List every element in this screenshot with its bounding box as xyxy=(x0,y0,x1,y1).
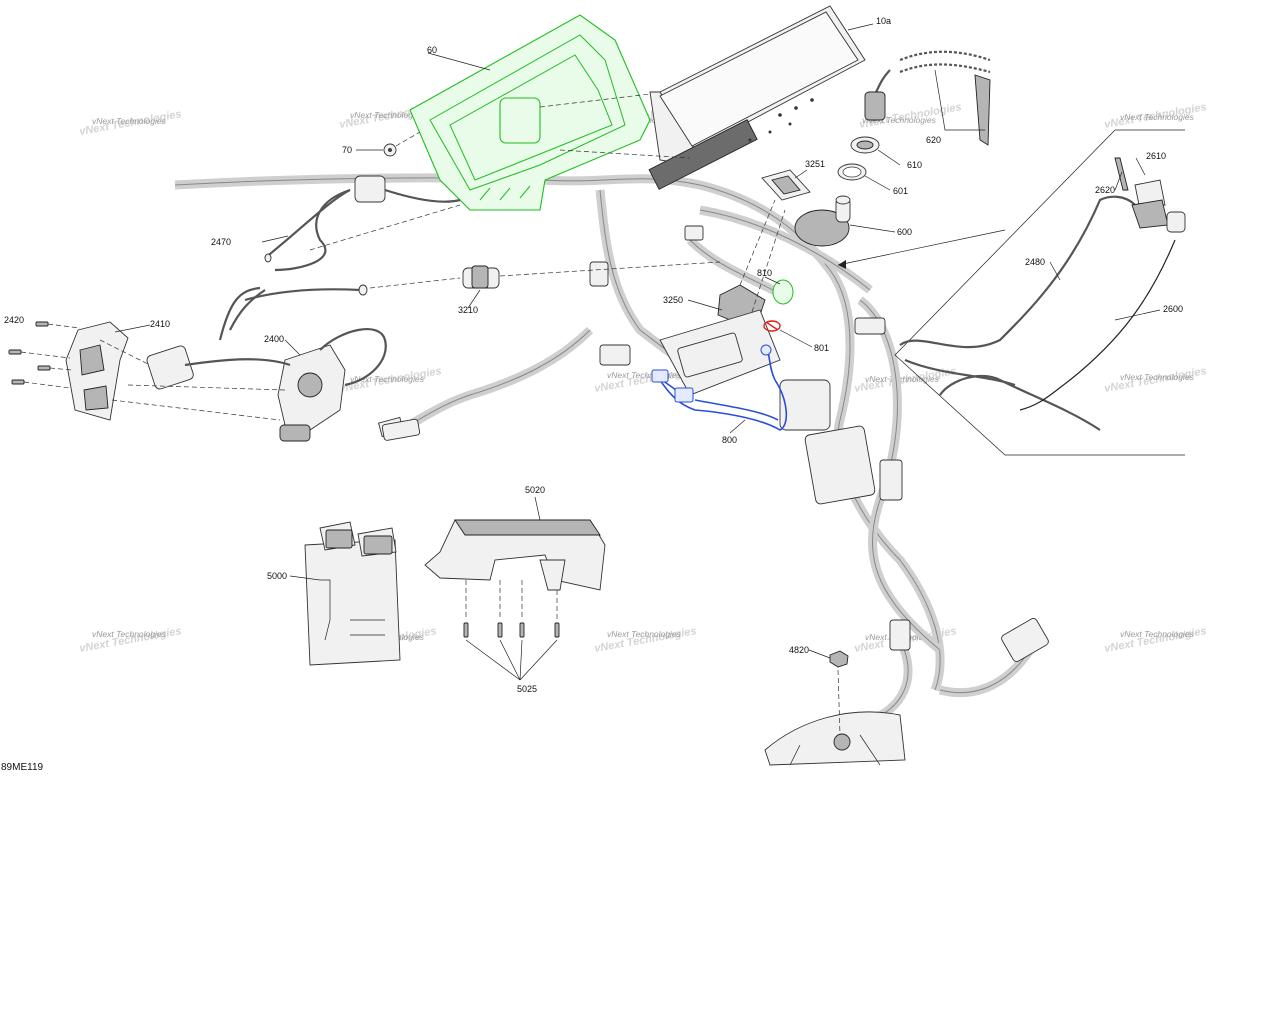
harness-connector-left xyxy=(381,418,421,441)
callout-600: 600 xyxy=(897,227,912,237)
mode-selector-knob xyxy=(794,195,851,247)
callout-610: 610 xyxy=(907,160,922,170)
callout-5020: 5020 xyxy=(525,485,545,495)
callout-800: 800 xyxy=(722,435,737,445)
arrow-icon xyxy=(838,260,846,269)
watermark: vNext Technologies xyxy=(92,116,167,126)
sleeve-2470 xyxy=(218,188,368,341)
callout-2410: 2410 xyxy=(150,319,170,329)
callout-10a: 10a xyxy=(876,16,891,26)
watermark: vNext Technologies xyxy=(92,629,167,639)
callout-5000: 5000 xyxy=(267,571,287,581)
switch-module-3250 xyxy=(659,199,794,396)
callout-620: 620 xyxy=(926,135,941,145)
ecu-cover-5020 xyxy=(424,519,606,591)
lower-bracket xyxy=(764,711,906,766)
callout-labels: 10a 60 70 620 610 601 3251 600 2610 2620… xyxy=(1,16,1183,773)
callout-2600: 2600 xyxy=(1163,304,1183,314)
callout-60: 60 xyxy=(427,45,437,55)
watermark: vNext Technologies xyxy=(1120,629,1195,639)
sub-harness-800-highlight xyxy=(651,344,788,431)
grommet-70 xyxy=(383,131,421,157)
indicator-icon xyxy=(788,122,792,126)
callout-2470: 2470 xyxy=(211,237,231,247)
screws-5025 xyxy=(463,580,560,681)
instrument-cluster xyxy=(648,5,866,190)
callout-2400: 2400 xyxy=(264,334,284,344)
callout-601: 601 xyxy=(893,186,908,196)
watermark: vNext Technologies xyxy=(865,374,940,384)
callout-2480: 2480 xyxy=(1025,257,1045,267)
ecu-5000 xyxy=(304,521,401,666)
callout-3250: 3250 xyxy=(663,295,683,305)
key-rings xyxy=(837,136,880,181)
sensor-3210 xyxy=(369,261,721,289)
watermark: vNext Technologies xyxy=(350,374,425,384)
diagram-code: 89ME119 xyxy=(1,762,44,773)
switch-housing-2410 xyxy=(65,321,129,421)
nut-4820 xyxy=(829,650,849,736)
cluster-bezel-highlight xyxy=(409,14,691,211)
watermark: vNext Technologies xyxy=(350,110,425,120)
callout-3251: 3251 xyxy=(805,159,825,169)
indicator-icon xyxy=(778,113,782,117)
screws-2420 xyxy=(8,321,81,389)
indicator-icon xyxy=(748,138,752,142)
connector-2470-top xyxy=(309,175,461,251)
leader-lines xyxy=(114,23,1161,659)
detail-inset xyxy=(837,129,1186,456)
tether-cord xyxy=(864,50,991,146)
main-wire-harness xyxy=(174,173,1049,755)
callout-2620: 2620 xyxy=(1095,185,1115,195)
callout-5025: 5025 xyxy=(517,684,537,694)
indicator-icon xyxy=(768,130,772,134)
indicator-icon xyxy=(794,106,798,110)
cap-3251 xyxy=(761,169,811,201)
callout-3210: 3210 xyxy=(458,305,478,315)
callout-2610: 2610 xyxy=(1146,151,1166,161)
callout-4820: 4820 xyxy=(789,645,809,655)
callout-810: 810 xyxy=(757,268,772,278)
indicator-icon xyxy=(810,98,814,102)
watermark: vNext Technologies xyxy=(1120,112,1195,122)
watermark: vNext Technologies xyxy=(607,370,682,380)
watermark: vNext Technologies xyxy=(607,629,682,639)
callout-2420: 2420 xyxy=(4,315,24,325)
switch-assembly-2400 xyxy=(99,328,387,442)
callout-70: 70 xyxy=(342,145,352,155)
watermark: vNext Technologies xyxy=(862,115,937,125)
watermark: vNext Technologies xyxy=(1120,372,1195,382)
callout-801: 801 xyxy=(814,343,829,353)
